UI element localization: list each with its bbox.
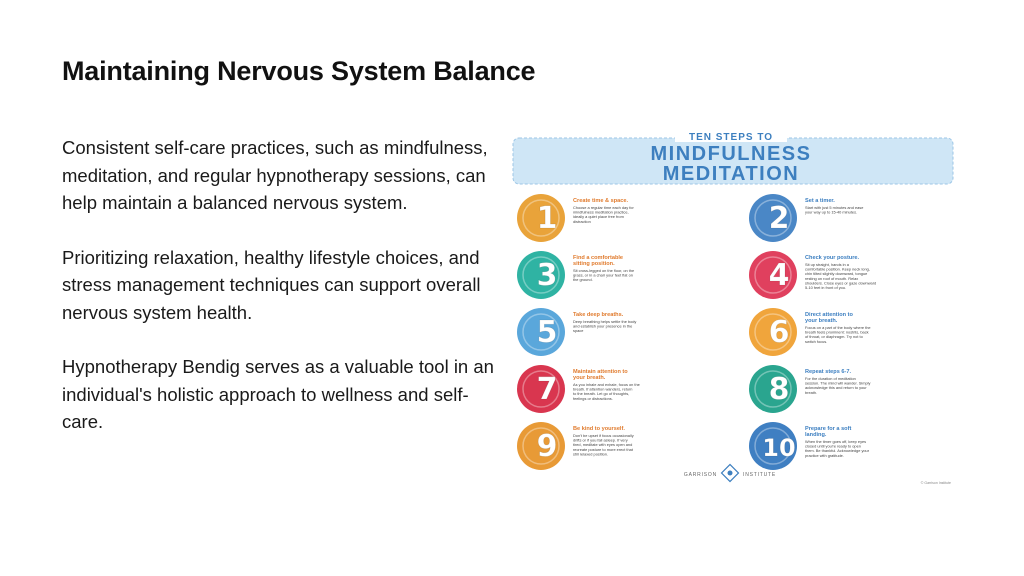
step-circle-icon: [749, 422, 797, 470]
step-1: 1 Create time & space.Choose a regular ti…: [517, 194, 634, 242]
step-circle-icon: [517, 194, 565, 242]
paragraph-3: Hypnotherapy Bendig serves as a valuable…: [62, 356, 494, 432]
step-ring-icon: [522, 256, 560, 294]
banner-top-text: TEN STEPS TO: [689, 132, 773, 143]
step-5: 5 Take deep breaths.Deep breathing helps …: [517, 308, 636, 356]
paragraph-1: Consistent self-care practices, such as …: [62, 137, 488, 213]
step-circle-icon: [749, 365, 797, 413]
step-heading: Set a timer.: [805, 198, 835, 204]
step-circle-icon: [517, 422, 565, 470]
step-heading: Repeat steps 6-7.: [805, 369, 851, 375]
step-heading: Check your posture.: [805, 255, 860, 261]
step-ring-icon: [754, 427, 792, 465]
step-ring-icon: [754, 370, 792, 408]
step-ring-icon: [754, 256, 792, 294]
infographic-canvas: TEN STEPS TO MINDFULNESS MEDITATION 1 Cre…: [512, 130, 954, 485]
paragraph-2: Prioritizing relaxation, healthy lifesty…: [62, 246, 481, 323]
steps-group: 1 Create time & space.Choose a regular ti…: [517, 194, 876, 470]
step-circle-icon: [517, 365, 565, 413]
step-ring-icon: [754, 199, 792, 237]
step-number: 9: [537, 429, 558, 464]
step-circle-icon: [749, 194, 797, 242]
banner-title-line1: MINDFULNESS: [651, 143, 812, 165]
footer-left-text: GARRISON: [684, 472, 717, 478]
step-heading: Create time & space.: [573, 198, 628, 204]
step-number: 2: [769, 201, 790, 236]
mindfulness-infographic: TEN STEPS TO MINDFULNESS MEDITATION 1 Cre…: [507, 128, 961, 488]
step-number: 5: [537, 315, 558, 350]
step-circle-icon: [749, 251, 797, 299]
banner-box: [512, 137, 954, 185]
step-circle-icon: [517, 308, 565, 356]
step-2: 2 Set a timer.Start with just 5 minutes a…: [749, 194, 863, 242]
step-8: 8 Repeat steps 6-7.For the duration of me…: [749, 365, 871, 413]
step-number: 8: [769, 372, 790, 407]
step-circle-icon: [749, 308, 797, 356]
banner-title-line2: MEDITATION: [663, 163, 799, 185]
step-number: 10: [762, 434, 795, 462]
step-heading: Take deep breaths.: [573, 312, 624, 318]
step-ring-icon: [522, 427, 560, 465]
slide-title: Maintaining Nervous System Balance: [62, 56, 536, 86]
step-number: 1: [537, 201, 558, 236]
step-4: 4 Check your posture.Sit up straight, han…: [749, 251, 876, 299]
step-ring-icon: [522, 370, 560, 408]
slide-body: Consistent self-care practices, such as …: [62, 134, 502, 463]
step-circle-icon: [517, 251, 565, 299]
banner-top-box: [675, 130, 787, 142]
step-number: 6: [769, 315, 790, 350]
step-heading: Be kind to yourself.: [573, 426, 625, 432]
step-number: 3: [537, 258, 558, 293]
step-ring-icon: [754, 313, 792, 351]
step-number: 4: [769, 258, 790, 293]
copyright-text: © Garrison Institute: [921, 481, 951, 485]
step-number: 7: [537, 372, 558, 407]
step-ring-icon: [522, 199, 560, 237]
step-9: 9 Be kind to yourself.Don't be upset if f…: [517, 422, 634, 470]
step-ring-icon: [522, 313, 560, 351]
garrison-logo-icon: [720, 463, 740, 483]
footer-right-text: INSTITUTE: [743, 472, 776, 478]
